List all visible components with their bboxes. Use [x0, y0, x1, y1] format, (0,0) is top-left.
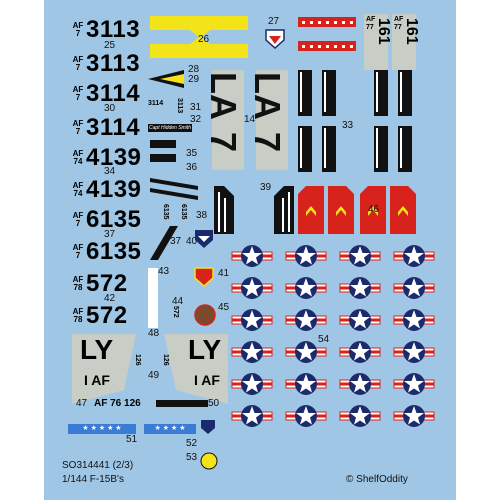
wing-badge-icon — [201, 420, 215, 434]
decal-number-46: 46 — [368, 204, 380, 215]
slant-stripe-decal — [150, 178, 198, 200]
decal-number-33: 33 — [342, 120, 354, 131]
tail-code-panel — [164, 334, 228, 404]
small-serial-decal: 6135 — [180, 204, 187, 220]
small-serial-decal: 3113 — [176, 98, 183, 114]
decal-number-30: 30 — [104, 103, 116, 114]
decal-number-49: 49 — [148, 370, 160, 381]
small-serial-decal: 3114 — [148, 100, 164, 107]
decal-number-43: 43 — [158, 266, 170, 277]
decal-number-47: 47 — [76, 398, 88, 409]
squadron-patch-icon — [194, 267, 214, 288]
decal-number-54: 54 — [318, 334, 330, 345]
decal-number-35: 35 — [186, 148, 198, 159]
scale-title: 1/144 F-15B's — [62, 474, 124, 485]
tail-number-panel: AF 77 161 — [392, 14, 420, 70]
decal-number-34: 34 — [104, 166, 116, 177]
decal-number-26: 26 — [198, 34, 210, 45]
tail-code-panel: LA 7 — [247, 70, 288, 170]
decal-number-51: 51 — [126, 434, 138, 445]
white-stripe-decal — [148, 268, 158, 328]
squadron-patch-icon — [194, 304, 216, 326]
decal-number-31: 31 — [190, 102, 202, 113]
tail-code-ly: LY — [80, 334, 114, 365]
small-serial-decal: 6135 — [162, 204, 169, 220]
red-dash-stripe-decal — [298, 17, 356, 51]
black-stripe-decal — [156, 400, 208, 407]
star-and-bar-insignia-grid — [231, 244, 435, 428]
small-serial-decal: 572 — [172, 306, 179, 318]
decal-number-36: 36 — [186, 162, 198, 173]
small-stripe-decal — [150, 140, 176, 162]
decal-number-41: 41 — [218, 268, 230, 279]
signature-stripe-decal — [150, 226, 178, 260]
decal-number-45: 45 — [218, 302, 230, 313]
tail-code-af: I AF — [84, 372, 110, 388]
decal-number-53: 53 — [186, 452, 198, 463]
decal-number-32: 32 — [190, 114, 202, 125]
tail-serial-decal: AF 76 126 — [94, 398, 141, 409]
squadron-badge-icon — [265, 29, 285, 50]
decal-number-14: 14 — [244, 114, 256, 125]
blue-star-band-decal: ★ ★ ★ ★ — [144, 424, 196, 434]
black-tail-stripe-decal — [214, 186, 294, 234]
decal-number-42: 42 — [104, 293, 116, 304]
decal-number-52: 52 — [186, 438, 198, 449]
sheet-code: SO314441 (2/3) — [62, 460, 134, 471]
decal-number-50: 50 — [208, 398, 220, 409]
decal-number-25: 25 — [104, 40, 116, 51]
insignia-row — [231, 244, 435, 428]
tail-code-ly: LY — [188, 334, 222, 365]
tail-code-af: I AF — [194, 372, 220, 388]
blue-star-band-decal: ★ ★ ★ ★ ★ — [68, 424, 136, 434]
tail-code-panel — [72, 334, 136, 404]
decal-number-37: 37 — [104, 229, 116, 240]
tail-number-panel: AF 77 161 — [364, 14, 392, 70]
pilot-name-strip: Capt Hidden Smith — [148, 124, 192, 132]
decal-number-29: 29 — [188, 74, 200, 85]
small-serial-decal: 126 — [162, 354, 169, 366]
squadron-patch-icon — [200, 452, 218, 470]
yellow-fin-stripe-decal — [150, 16, 248, 58]
decal-number-40: 40 — [186, 236, 198, 247]
tail-code-panel: LA 7 — [203, 70, 244, 170]
decal-number-28: 28 — [188, 64, 200, 75]
decal-number-39: 39 — [260, 182, 272, 193]
red-tail-flash-decal — [298, 186, 416, 234]
small-serial-decal: 126 — [134, 354, 141, 366]
pennant-decal — [148, 70, 184, 88]
decal-number-44: 44 — [172, 296, 184, 307]
decal-number-27: 27 — [268, 16, 280, 27]
brand-label: © ShelfOddity — [346, 474, 408, 485]
wing-badge-icon — [195, 230, 213, 248]
decal-number-37: 37 — [170, 236, 182, 247]
black-stripe-decals — [298, 70, 412, 172]
decal-number-38: 38 — [196, 210, 208, 221]
decal-number-48: 48 — [148, 328, 160, 339]
